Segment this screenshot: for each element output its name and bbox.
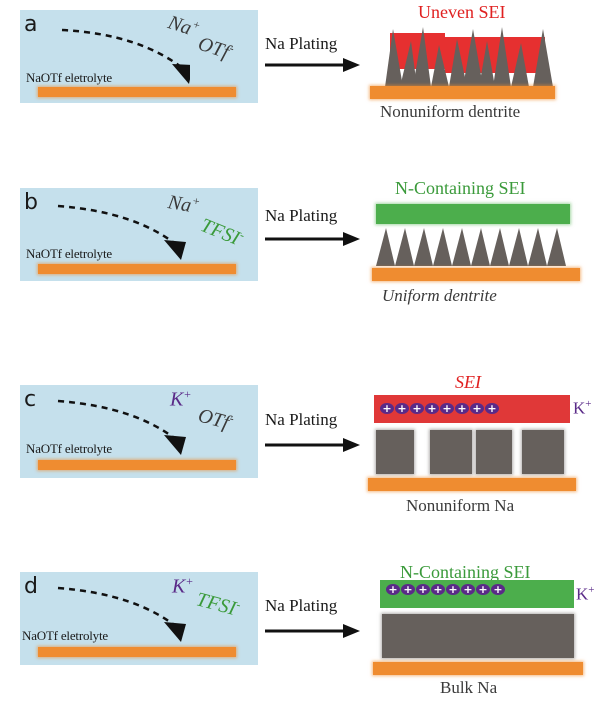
sei-label: Uneven SEI (418, 2, 506, 22)
cation-label: Na+ (166, 191, 202, 217)
potassium-ion-icon: + (425, 403, 439, 414)
potassium-ion-label: K+ (573, 398, 592, 418)
potassium-ion-row: + + + + + + + + (380, 403, 499, 414)
potassium-ion-icon: + (470, 403, 484, 414)
sei-label: N-Containing SEI (400, 562, 531, 582)
current-collector (38, 647, 236, 657)
potassium-ion-icon: + (461, 584, 475, 595)
electrolyte-box: d NaOTf eletrolyte K+ TFSI- (20, 572, 258, 665)
current-collector (372, 268, 580, 281)
potassium-ion-icon: + (446, 584, 460, 595)
process-label: Na Plating (265, 410, 338, 429)
sei-label: N-Containing SEI (395, 178, 526, 198)
dendrite (414, 228, 433, 266)
electrolyte-box: c NaOTf eletrolyte K+ OTf- (20, 385, 258, 478)
electrolyte-box: a NaOTf eletrolyte Na+ OTf- (20, 10, 258, 103)
current-collector (38, 87, 236, 97)
dendrite (533, 29, 553, 87)
current-collector (38, 460, 236, 470)
potassium-ion-icon: + (485, 403, 499, 414)
electrolyte-label: NaOTf eletrolyte (22, 628, 108, 643)
dendrite (452, 228, 471, 266)
panel-a: a NaOTf eletrolyte Na+ OTf- Na Plating U… (0, 0, 600, 140)
arrow-right-icon (265, 58, 360, 72)
dendrite (413, 27, 431, 87)
panel-letter: a (24, 12, 38, 37)
process-label: Na Plating (265, 206, 338, 225)
panel-letter: c (24, 387, 37, 412)
anion-label: TFSI- (193, 588, 243, 620)
bulk-sodium (382, 614, 574, 658)
arrow-right-icon (265, 438, 360, 452)
sei-label: SEI (455, 372, 481, 392)
uniform-dendrite-diagram (376, 228, 566, 266)
dendrite (490, 228, 509, 266)
process-label: Na Plating (265, 34, 338, 53)
dendrite (528, 228, 547, 266)
potassium-ion-icon: + (455, 403, 469, 414)
dendrite (431, 45, 449, 87)
current-collector (38, 264, 236, 274)
current-collector (373, 662, 583, 675)
current-collector (370, 86, 555, 99)
potassium-ion-icon: + (440, 403, 454, 414)
potassium-ion-icon: + (410, 403, 424, 414)
result-caption: Nonuniform dentrite (380, 102, 521, 121)
dendrite (511, 43, 529, 87)
dendrite (395, 228, 414, 266)
panel-b: b NaOTf eletrolyte Na+ TFSI- Na Plating … (0, 170, 600, 320)
sodium-deposit (522, 430, 564, 474)
sodium-deposit (476, 430, 512, 474)
result-caption: Nonuniform Na (406, 496, 515, 515)
anion-label: OTf- (195, 32, 237, 64)
sodium-deposit (430, 430, 472, 474)
dendrite (471, 228, 490, 266)
panel-letter: d (24, 574, 38, 599)
cation-label: K+ (170, 387, 192, 411)
current-collector (368, 478, 576, 491)
sodium-deposit (376, 430, 414, 474)
potassium-ion-icon: + (476, 584, 490, 595)
anion-label: TFSI- (197, 214, 248, 250)
anion-label: OTf- (195, 404, 236, 434)
process-label: Na Plating (265, 596, 338, 615)
dendrite (547, 228, 566, 266)
potassium-ion-icon: + (380, 403, 394, 414)
dashed-arrow-icon (61, 28, 190, 84)
potassium-ion-label: K+ (576, 584, 595, 604)
dashed-arrow-icon (57, 204, 186, 260)
potassium-ion-row: + + + + + + + + (386, 584, 505, 595)
cation-label: K+ (172, 574, 194, 598)
dendrite (509, 228, 528, 266)
potassium-ion-icon: + (401, 584, 415, 595)
dendrite (376, 228, 395, 266)
potassium-ion-icon: + (416, 584, 430, 595)
dendrite (479, 41, 495, 87)
dendrite (400, 41, 417, 87)
dendrite (385, 29, 403, 87)
electrolyte-box: b NaOTf eletrolyte Na+ TFSI- (20, 188, 258, 281)
result-caption: Bulk Na (440, 678, 498, 697)
dendrite (463, 29, 483, 87)
dendrite (493, 27, 511, 87)
electrolyte-label: NaOTf eletrolyte (26, 70, 112, 85)
uneven-sei-dendrite-diagram (385, 27, 553, 87)
potassium-ion-icon: + (395, 403, 409, 414)
electrolyte-label: NaOTf eletrolyte (26, 246, 112, 261)
dashed-arrow-icon (57, 586, 186, 642)
result-caption: Uniform dentrite (382, 286, 497, 305)
dendrite (433, 228, 452, 266)
arrow-right-icon (265, 232, 360, 246)
dashed-arrow-icon (57, 399, 186, 455)
potassium-ion-icon: + (431, 584, 445, 595)
arrow-right-icon (265, 624, 360, 638)
n-containing-sei-layer (376, 204, 570, 224)
potassium-ion-icon: + (491, 584, 505, 595)
panel-letter: b (24, 190, 38, 215)
potassium-ion-icon: + (386, 584, 400, 595)
panel-d: d NaOTf eletrolyte K+ TFSI- Na Plating N… (0, 560, 600, 708)
electrolyte-label: NaOTf eletrolyte (26, 441, 112, 456)
panel-c: c NaOTf eletrolyte K+ OTf- Na Plating SE… (0, 370, 600, 520)
dendrite (449, 39, 467, 87)
